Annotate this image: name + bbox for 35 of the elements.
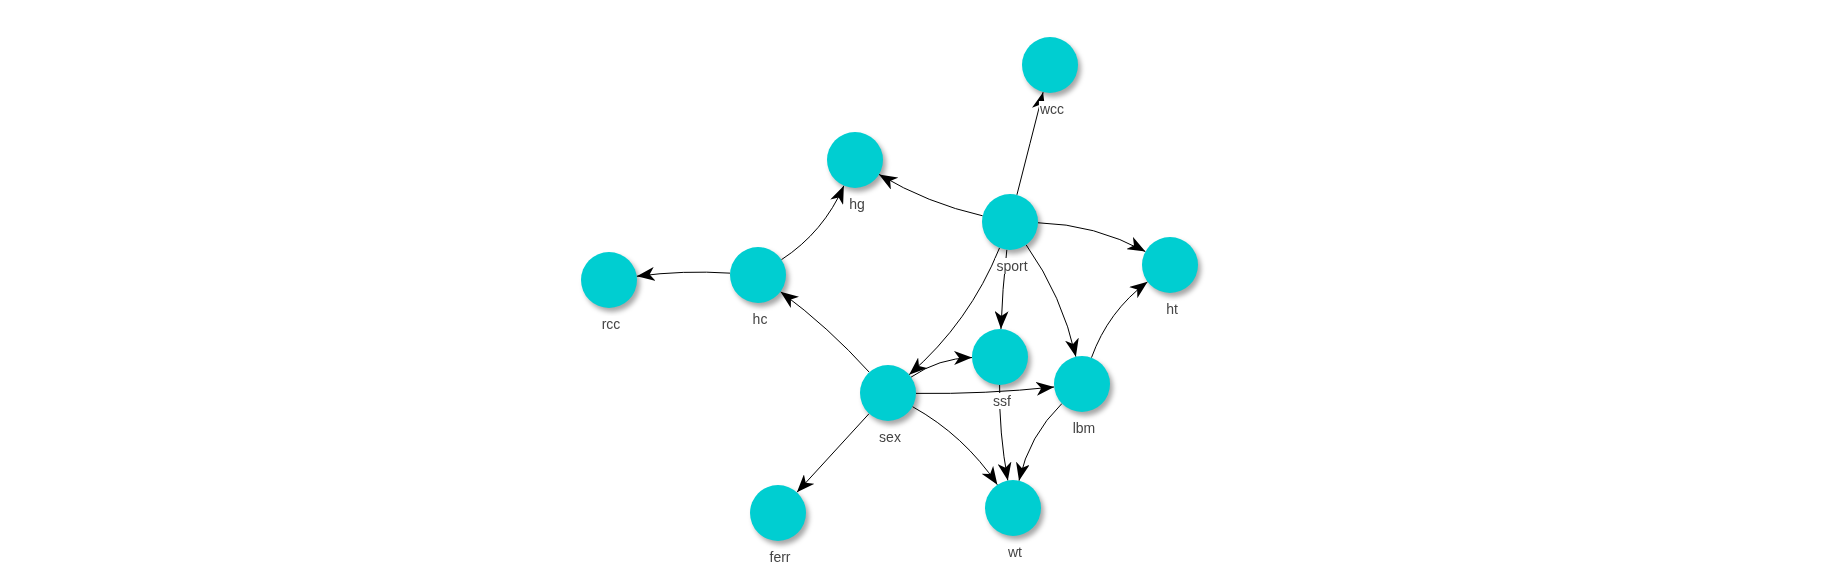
node-label: hc	[751, 311, 769, 327]
arrow	[910, 351, 973, 378]
node-circle	[1142, 237, 1198, 293]
node-label: wcc	[1038, 101, 1066, 117]
arrow	[878, 173, 984, 217]
arrow	[908, 247, 1000, 376]
node-label: wt	[1007, 544, 1023, 560]
arrow	[1037, 222, 1146, 253]
arrow	[1016, 403, 1063, 482]
node-circle	[581, 252, 637, 308]
node-circle	[972, 329, 1028, 385]
node-label: lbm	[1071, 420, 1097, 436]
node-circle	[1022, 37, 1078, 93]
arrow	[636, 267, 731, 281]
arrow	[911, 406, 998, 486]
node-circle	[985, 480, 1041, 536]
node-circle	[1054, 356, 1110, 412]
arrow	[915, 381, 1055, 396]
arrow	[1016, 91, 1046, 196]
node-circle	[982, 194, 1038, 250]
node-label: ferr	[768, 549, 792, 565]
node-circle	[860, 365, 916, 421]
node-circle	[730, 247, 786, 303]
arrow	[780, 185, 845, 261]
arrow	[796, 413, 870, 493]
node-label: hg	[848, 196, 866, 212]
node-label: ht	[1165, 301, 1179, 317]
node-circle	[750, 485, 806, 541]
node-circle	[827, 132, 883, 188]
arrow	[1091, 281, 1149, 359]
arrow	[1025, 244, 1079, 358]
arrow	[997, 384, 1012, 481]
arrow	[780, 291, 870, 373]
node-label: ssf	[992, 393, 1012, 409]
node-label: sport	[995, 258, 1029, 274]
